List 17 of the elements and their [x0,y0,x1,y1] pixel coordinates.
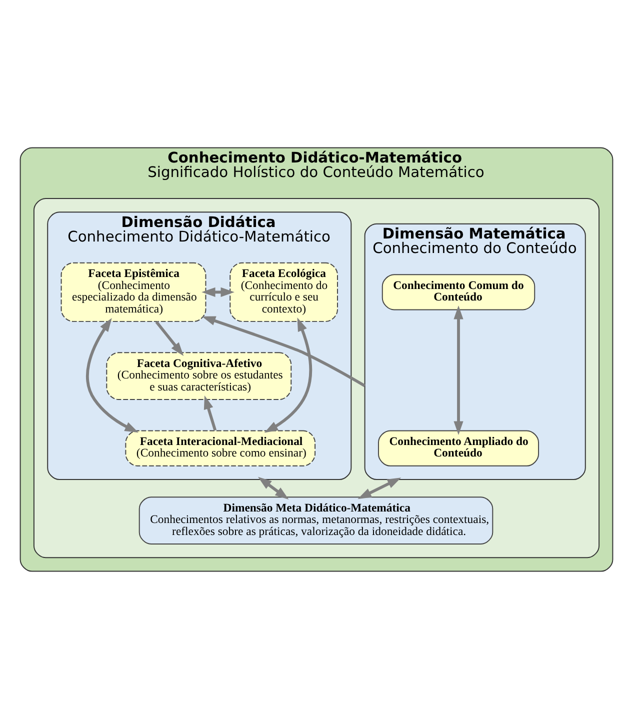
cluster [33,198,600,558]
arrow [264,317,312,433]
arrow [358,478,402,499]
arrow [204,395,217,431]
node-box: Dimensão Meta Didático-Matemática Conhecimentos relativos as normas, metanormas, restrições contextuais, reflexões sobre as práticas, valorização da idoneidade didática. [138,496,494,544]
arrow [86,318,139,433]
arrow [155,320,184,356]
arrow [454,306,464,435]
arrow [202,316,366,388]
node-box: Faceta Epistêmica (Conhecimento especializado da dimensão matemática) [60,262,206,322]
arrow [258,476,289,500]
node-box: Faceta Interacional-Mediacional (Conhecimento sobre como ensinar) [125,430,316,466]
node-box: Faceta Ecológica (Conhecimento do currículo e seu contexto) [230,262,338,322]
node-box: Conhecimento Ampliado do Conteúdo [378,430,540,466]
arrow [202,287,234,297]
node-box: Conhecimento Comum do Conteúdo [382,274,536,310]
node-box: Faceta Cognitiva-Afetivo (Conhecimento sobre os estudantes e suas características) [106,352,292,400]
